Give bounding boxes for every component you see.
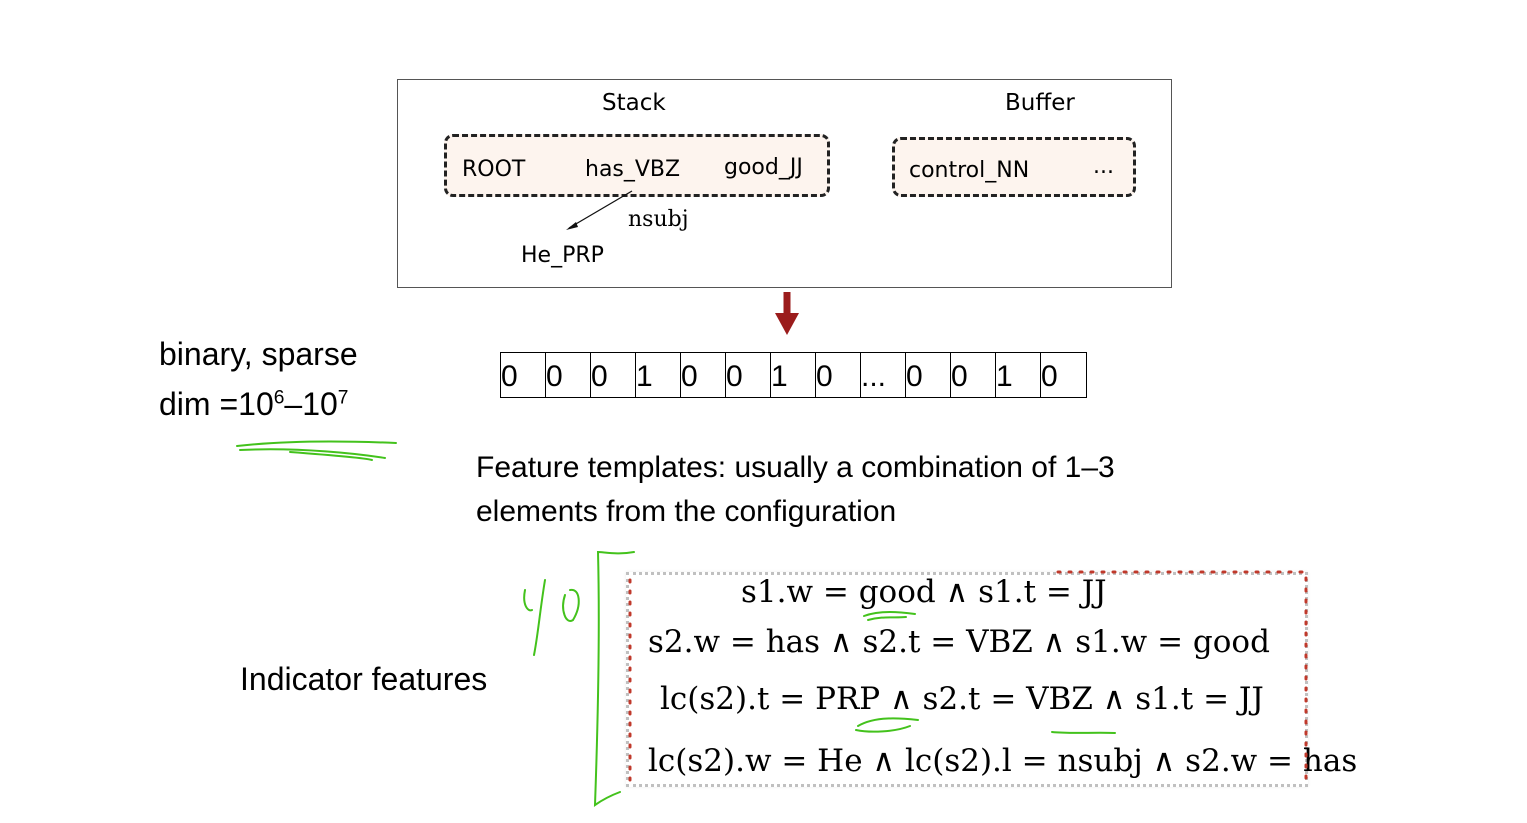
stack-title: Stack	[602, 90, 666, 116]
green-pen-marks	[236, 440, 1116, 807]
stack-token: ROOT	[462, 157, 526, 182]
indicator-features-label: Indicator features	[240, 661, 488, 697]
dotted-outline	[628, 570, 1308, 786]
templates-caption: Feature templates: usually a combination…	[476, 451, 1115, 528]
feature-formula: s1.w = good ∧ s1.t = JJ	[741, 574, 1107, 610]
vector-cell: ...	[861, 353, 906, 397]
vector-cell: 0	[681, 353, 726, 397]
feature-formula: lc(s2).t = PRP ∧ s2.t = VBZ ∧ s1.t = JJ	[660, 681, 1264, 717]
parser-configuration	[397, 79, 1172, 288]
vector-cell: 0	[951, 353, 996, 397]
feature-vector: 0 0 0 1 0 0 1 0 ... 0 0 1 0	[500, 352, 1087, 398]
vector-cell: 0	[501, 353, 546, 397]
stack-token: has_VBZ	[585, 157, 681, 182]
vector-cell: 0	[906, 353, 951, 397]
vector-cell: 0	[726, 353, 771, 397]
vector-cell: 1	[996, 353, 1041, 397]
dependent-token: He_PRP	[521, 243, 604, 268]
down-arrow-icon	[775, 292, 799, 335]
buffer-container	[892, 137, 1136, 197]
stack-token: good_JJ	[724, 155, 803, 180]
buffer-token: control_NN	[909, 158, 1030, 183]
vector-cell: 1	[636, 353, 681, 397]
buffer-token: ...	[1093, 154, 1114, 179]
vector-cell: 0	[591, 353, 636, 397]
vector-cell: 0	[1041, 360, 1058, 393]
feature-formula: s2.w = has ∧ s2.t = VBZ ∧ s1.w = good	[648, 624, 1270, 660]
feature-formula: lc(s2).w = He ∧ lc(s2).l = nsubj ∧ s2.w …	[648, 743, 1358, 779]
arc-label: nsubj	[628, 207, 689, 232]
vector-cell: 1	[771, 353, 816, 397]
vector-description: binary, sparse	[159, 336, 358, 372]
buffer-title: Buffer	[1005, 90, 1075, 116]
vector-dimension: dim =106–107	[159, 386, 349, 422]
vector-cell: 0	[546, 353, 591, 397]
stack-container	[444, 134, 830, 197]
vector-cell: 0	[816, 353, 861, 397]
